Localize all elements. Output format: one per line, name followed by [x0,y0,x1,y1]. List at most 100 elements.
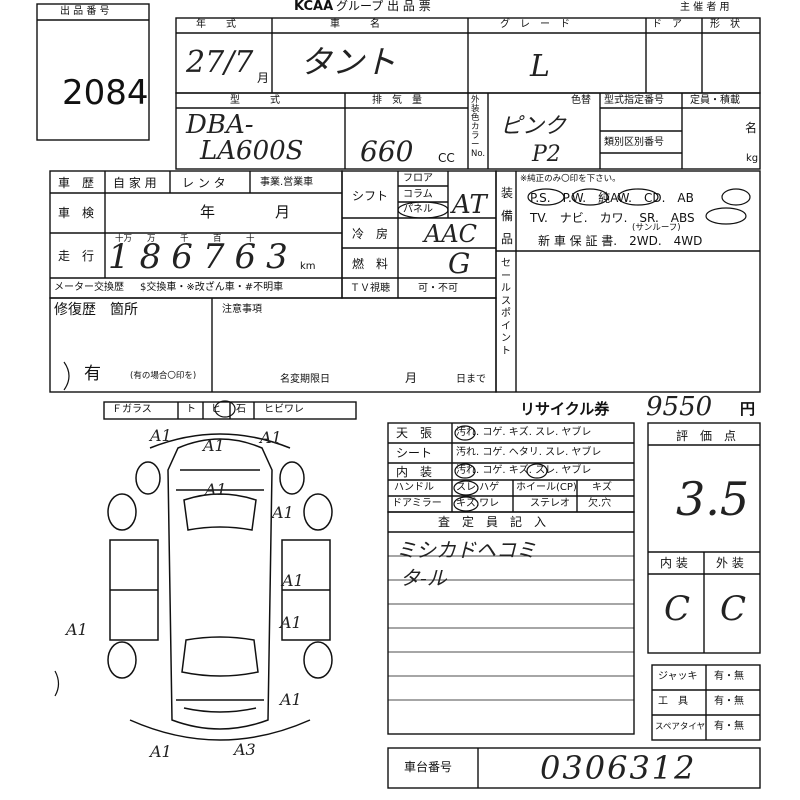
spare-tire-options: 有・無 [714,721,744,732]
tools-label: 工 具 [658,696,688,707]
damage-mark: A1 [205,480,227,499]
mirror-options: キズ.ワレ [456,498,500,509]
shift-floor: フロア [403,173,433,184]
glass-opt-to: ト [186,404,196,415]
displacement-label: 排 気 量 [372,95,422,106]
history-label: 車 歴 [58,176,95,190]
repair-label: 修復歴 箇所 [54,302,138,318]
damage-mark: A1 [150,742,172,761]
tools-options: 有・無 [714,696,744,707]
km-unit: km [300,261,316,272]
chassis-label: 車台番号 [404,760,453,774]
wheel-cap-label: ホイール(CP) [516,482,577,493]
inspector-note-2: タ-ル [400,566,447,590]
recycle-value: 9550 [646,392,713,422]
cc-unit: CC [438,151,455,165]
fuel-value: G [448,247,471,280]
ac-value: AAC [424,220,478,248]
seat-label: シート [396,446,433,460]
year-label: 年 式 [196,19,236,30]
inspection-year-unit: 年 [200,203,216,221]
damage-mark: A3 [234,740,256,759]
glass-opt-crack: ヒビワレ [264,404,304,415]
interior-rating-label: 内 装 [660,556,688,570]
repair-note: (有の場合〇印を) [130,371,197,381]
lot-number: 2084 [62,73,149,113]
digit-100: 百 [213,234,222,244]
car-name-value: タント [300,43,397,81]
damage-mark: A1 [280,613,302,632]
equipment-note: ※純正のみ〇印を下さい。 [520,174,621,184]
person-unit: 名 [745,121,758,135]
front-glass-label: Ｆガラス [112,404,152,415]
damage-mark: A1 [260,428,282,447]
exterior-rating-value: C [720,589,747,629]
history-rental: レ ン タ [182,176,226,190]
interior-label: 内 装 [396,465,433,479]
meter-label: メーター交換歴 [54,282,124,293]
year-value: 27/7 [186,45,254,80]
deadline-label: 名変期限日 [280,374,330,385]
model-label: 型 式 [230,95,280,106]
stereo-options: 欠.穴 [588,498,612,509]
model-value-2: LA600S [200,136,304,166]
meter-options: $交換車・※改ざん車・#不明車 [140,282,284,293]
wheel-cap-value: キズ [592,482,612,493]
damage-mark: A1 [66,620,88,639]
notes-label: 注意事項 [222,304,262,315]
jack-options: 有・無 [714,671,744,682]
handle-options: スレ.ハゲ [456,482,500,493]
inspector-label: 査 定 員 記 入 [438,515,547,529]
color-code: P2 [532,142,561,167]
digit-10k: 万 [147,234,156,244]
exterior-color-label: 外装色カラーNo. [471,95,486,159]
seat-options: 汚れ. コゲ. ヘタリ. スレ. ヤブレ [456,447,602,458]
car-diagram-icon [107,433,333,741]
form-title: グループ 出 品 票 [336,0,431,13]
category-label: 類別区別番号 [604,137,664,148]
color-value: ピンク [500,114,567,139]
repair-value: 有 [84,364,101,384]
damage-mark: A1 [282,571,304,590]
interior-rating-value: C [664,589,691,629]
digit-100k: 十万 [115,234,133,244]
shift-column: コラム [403,189,433,200]
tv-label: ＴＶ視聴 [350,283,390,294]
sales-point-label: セールスポイント [501,258,511,357]
grade-value: L [530,49,550,84]
lot-number-label: 出 品 番 号 [60,6,110,17]
mileage-label: 走 行 [58,249,95,263]
equipment-line1: P.S. P.W. 純AW. CD. AB [530,191,694,205]
month-suffix: 月 [257,71,270,85]
rating-label: 評 価 点 [676,429,737,443]
spare-tire-label: スペアタイヤ [655,722,706,732]
damage-mark: A1 [280,690,302,709]
recycle-unit: 円 [740,400,756,418]
car-name-label: 車 名 [330,19,380,30]
jack-label: ジャッキ [658,671,698,682]
damage-mark: A1 [203,436,225,455]
ceiling-label: 天 張 [396,426,433,440]
ceiling-options: 汚れ. コゲ. キズ. スレ. ヤブレ [456,427,592,438]
model-value-1: DBA- [186,110,254,140]
tv-options: 可・不可 [418,283,458,294]
deadline-day: 日まで [456,374,486,385]
door-label: ド ア [652,19,682,30]
rating-value: 3.5 [676,472,750,526]
inspection-label: 車 検 [58,206,95,220]
interior-options: 汚れ. コゲ. キズ. スレ. ヤブレ [456,465,592,476]
equipment-line3: 新 車 保 証 書. 2WD. 4WD [538,234,703,248]
grade-label: グ レ ー ド [500,19,570,30]
history-private: 自 家 用 [113,176,157,190]
capacity-label: 定員・積載 [690,95,740,106]
chassis-number: 0306312 [540,749,697,787]
shift-label: シフト [352,189,389,203]
damage-mark: A1 [272,503,294,522]
displacement-value: 660 [360,135,414,168]
kg-unit: kg [746,153,759,164]
ac-label: 冷 房 [352,227,389,241]
mirror-label: ドアミラー [392,498,442,509]
exterior-rating-label: 外 装 [716,556,744,570]
deadline-month: 月 [405,371,418,385]
